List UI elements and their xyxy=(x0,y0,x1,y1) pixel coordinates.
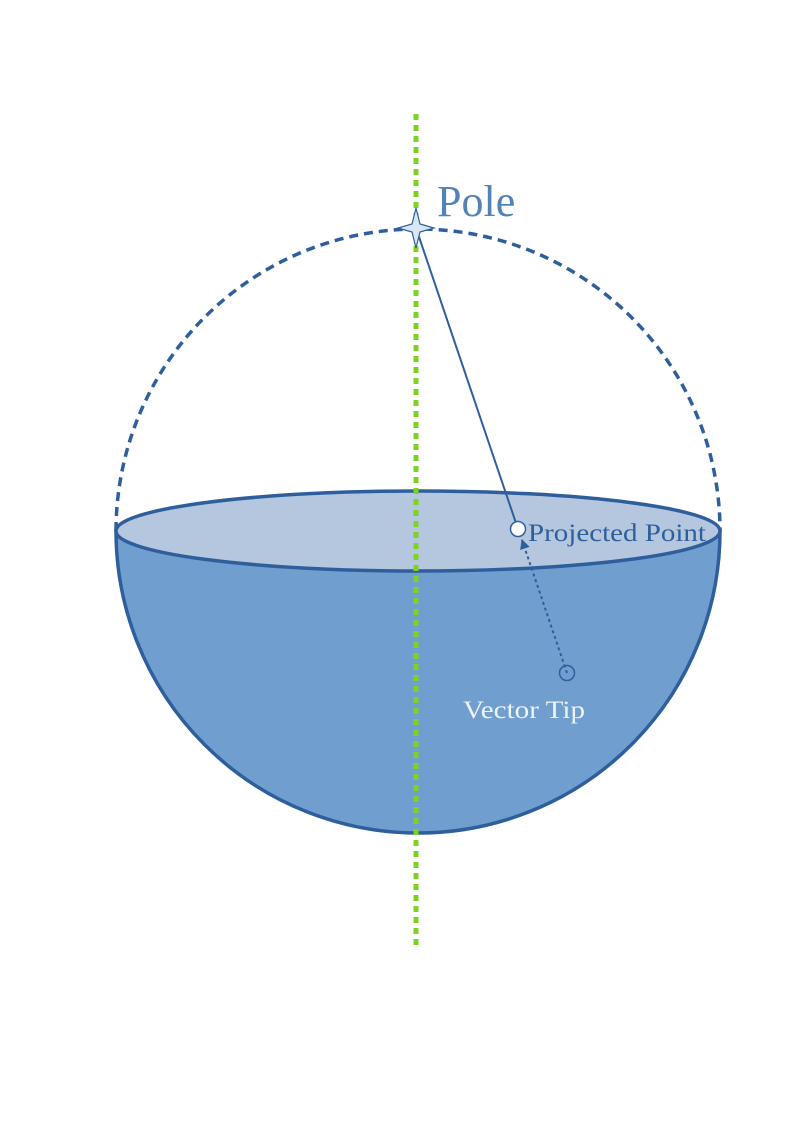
upper-hemisphere-outline xyxy=(114,227,722,532)
lower-hemisphere-bowl xyxy=(114,529,722,835)
pole-label: Pole xyxy=(437,177,515,226)
vector-tip-marker xyxy=(558,664,576,682)
projected-point-marker xyxy=(509,520,527,538)
vector-tip-label: Vector Tip xyxy=(463,697,585,724)
pole-star-icon xyxy=(395,207,437,249)
projection-line xyxy=(415,227,519,530)
projected-point-label: Projected Point xyxy=(528,520,706,547)
